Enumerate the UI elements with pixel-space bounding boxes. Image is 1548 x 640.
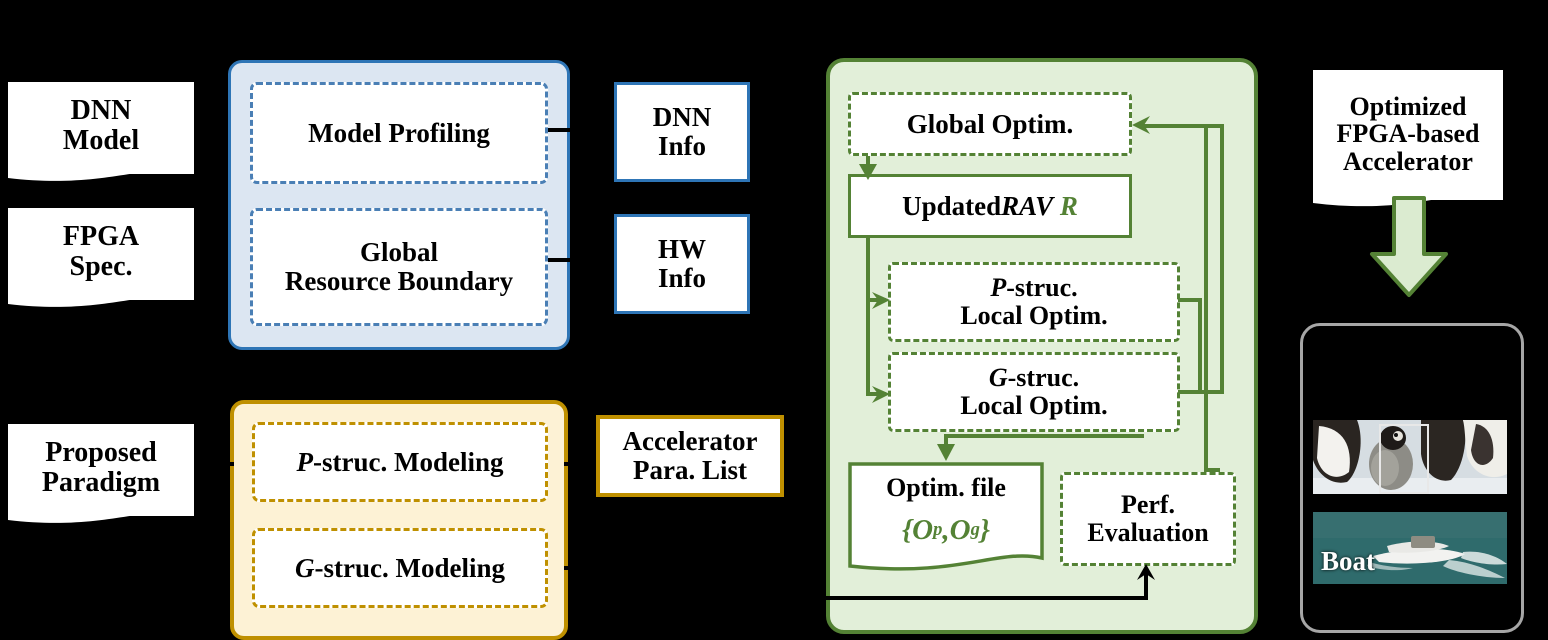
connector-fpga-to-boundary — [194, 258, 240, 262]
box-g-struc-modeling[interactable]: G-struc. Modeling — [252, 528, 548, 608]
box-global-optim[interactable]: Global Optim. — [848, 92, 1132, 156]
output-doc-accelerator: Optimized FPGA-based Accelerator — [1313, 70, 1503, 207]
input-doc-dnn-model: DNN Model — [8, 82, 194, 181]
g-rest: -struc. Modeling — [314, 552, 505, 583]
box-global-resource-boundary[interactable]: Global Resource Boundary — [250, 208, 548, 326]
input-label: FPGA Spec. — [62, 221, 140, 282]
box-perf-evaluation[interactable]: Perf. Evaluation — [1060, 472, 1236, 566]
doc-shape — [8, 208, 194, 307]
line-glocal-right-stub — [1178, 390, 1202, 394]
o-p: O — [912, 513, 934, 546]
connector-paralist-to-green — [784, 536, 864, 540]
line-glocal-down-vert — [944, 434, 948, 452]
p-local-line1: P-struc. — [990, 274, 1077, 302]
input-label: Proposed Paradigm — [41, 437, 161, 498]
connector-paradigm-to-gold — [194, 462, 234, 466]
connector-dnn-to-profiling — [194, 128, 240, 132]
down-block-arrow — [1370, 196, 1448, 297]
result-image-boat-classification[interactable]: Boat — [1313, 512, 1507, 584]
connector-gold-right-upper — [564, 462, 600, 466]
arrowhead-to-optim-file — [937, 444, 955, 461]
g-local-prefix: G — [988, 363, 1008, 393]
box-p-struc-local-optim[interactable]: P-struc. Local Optim. — [888, 262, 1180, 342]
box-p-struc-modeling[interactable]: P-struc. Modeling — [252, 422, 548, 502]
arrowhead-to-updated-rav — [859, 164, 877, 180]
sub-p: p — [933, 519, 943, 541]
line-local-right-to-outer — [1198, 390, 1224, 394]
box-updated-rav[interactable]: Updated RAV R — [848, 174, 1132, 238]
g-local-line1: G-struc. — [989, 364, 1079, 392]
arrowhead-to-g-local — [872, 386, 890, 403]
box-accelerator-para-list[interactable]: Accelerator Para. List — [596, 415, 784, 497]
box-model-profiling[interactable]: Model Profiling — [250, 82, 548, 184]
arrowhead-into-perf-evaluation — [1137, 564, 1155, 580]
g-prefix: G — [295, 552, 315, 583]
doc-shape-green — [848, 462, 1044, 571]
p-rest: -struc. Modeling — [313, 446, 504, 477]
p-local-line2: Local Optim. — [960, 301, 1108, 330]
connector-boundary-to-hw-info — [548, 258, 618, 262]
brace-open: { — [902, 513, 913, 546]
output-label: Optimized FPGA-based Accelerator — [1336, 91, 1480, 176]
connector-profiling-to-dnn-info — [548, 128, 618, 132]
optim-file-line1: Optim. file — [886, 473, 1006, 503]
line-feedback-vertical-outer — [1220, 124, 1224, 394]
p-prefix: P — [296, 446, 314, 477]
box-g-struc-local-optim[interactable]: G-struc. Local Optim. — [888, 352, 1180, 432]
connector-gold-right-lower — [564, 566, 600, 570]
doc-shape — [8, 424, 194, 523]
detection-bounding-box — [1379, 424, 1429, 494]
p-local-prefix: P — [990, 273, 1007, 303]
arrowhead-to-p-local — [872, 292, 890, 309]
line-branch-to-g-local — [866, 392, 886, 396]
input-label: DNN Model — [62, 95, 140, 156]
brace-close: } — [979, 513, 990, 546]
g-local-rest: -struc. — [1007, 363, 1080, 393]
result-image-penguin-detection[interactable] — [1313, 420, 1507, 494]
updated-prefix: Updated — [902, 190, 1002, 221]
g-local-line2: Local Optim. — [960, 391, 1108, 420]
doc-shape — [8, 82, 194, 181]
rav-symbol: R — [1059, 190, 1078, 221]
input-doc-proposed-paradigm: Proposed Paradigm — [8, 424, 194, 523]
line-local-right-vertical — [1198, 298, 1202, 394]
line-glocal-down-horiz — [944, 434, 1144, 438]
box-hw-info[interactable]: HW Info — [614, 214, 750, 314]
doc-shape — [1313, 70, 1503, 207]
p-local-rest: -struc. — [1006, 273, 1078, 303]
box-dnn-info[interactable]: DNN Info — [614, 82, 750, 182]
rav-italic: RAV — [1001, 190, 1054, 221]
sub-g: g — [970, 519, 980, 541]
line-perfeval-top-stub — [1204, 468, 1220, 472]
input-doc-fpga-spec: FPGA Spec. — [8, 208, 194, 307]
connector-black-up-to-perfeval — [1144, 572, 1148, 600]
line-rav-trunk-vertical — [866, 238, 870, 396]
result-image-label: Boat — [1321, 546, 1375, 576]
line-branch-to-p-local — [866, 298, 886, 302]
line-globaloptim-to-rav — [866, 156, 870, 170]
connector-black-bottom-horizontal — [826, 596, 1148, 600]
comma: , — [942, 513, 950, 546]
line-perfeval-to-feedback-vertical — [1204, 128, 1208, 472]
line-feedback-top-horizontal — [1142, 124, 1224, 128]
arrowhead-into-global-optim — [1132, 116, 1150, 134]
o-g: O — [949, 513, 971, 546]
line-plocal-right-stub — [1178, 298, 1202, 302]
